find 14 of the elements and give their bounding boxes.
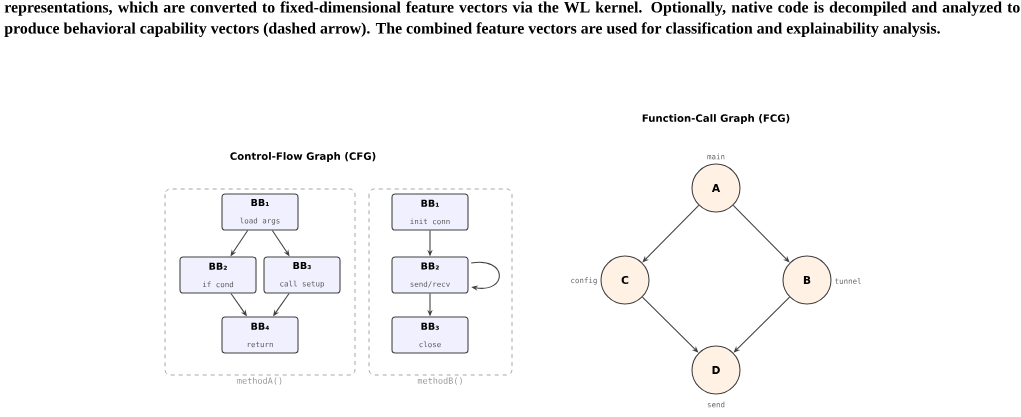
function-node: D (691, 345, 741, 395)
function-node: A (691, 163, 741, 213)
arrow (732, 204, 790, 263)
graph-title: Function-Call Graph (FCG) (642, 114, 790, 124)
arrow (733, 296, 791, 353)
caption: representations, which are converted to fixed-dimensional feature vectors via the WL kernel. Optionally, native code is decompiled and analyzed to produce behavioral capability vectors (dashed arrow). The combined feature vectors are used for classification and explainability analysis. (4, 1, 1020, 37)
arrow (470, 261, 500, 291)
node-label: methodB() (417, 377, 462, 385)
function-node: C (600, 255, 650, 305)
function-node: B (782, 255, 832, 305)
arrow (641, 296, 699, 353)
graph-title: Control-Flow Graph (CFG) (230, 152, 376, 162)
node-label: methodA() (237, 377, 282, 385)
arrow (642, 204, 700, 263)
